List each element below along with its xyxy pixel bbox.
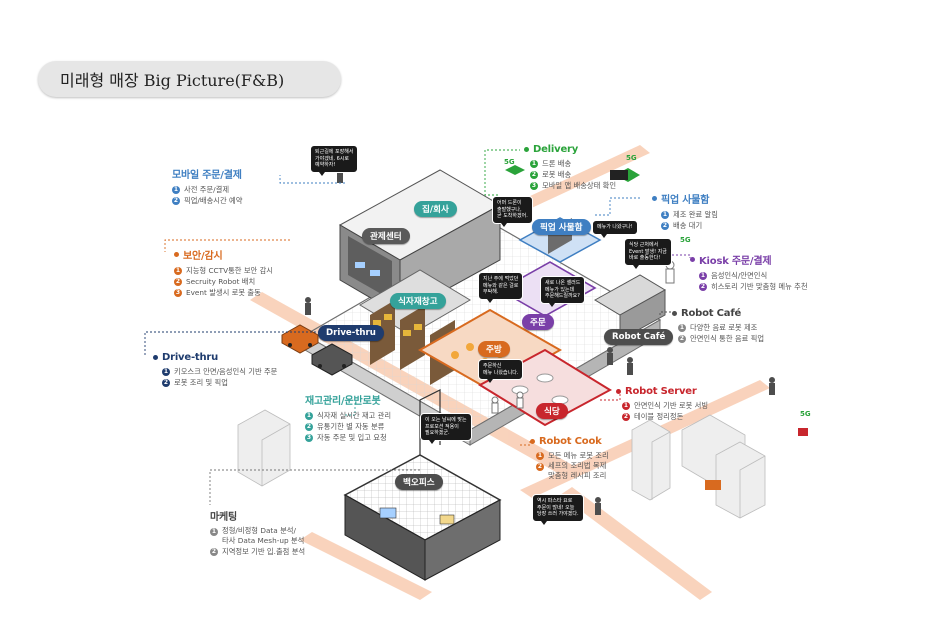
speech-bubble-cafe: 식당 근처에서 Event 발생! 지금 바로 출동한다! [624, 238, 672, 268]
page-title: 미래형 매장 Big Picture(F&B) [38, 61, 341, 97]
drivethru-marker-icon [153, 355, 158, 360]
speech-bubble-kitchen-order: 지난 주에 먹었던 메뉴와 같은 걸로 부탁해. [478, 272, 524, 302]
cafe-marker-icon [672, 311, 677, 316]
section-cook-title: Robot Cook [539, 436, 602, 447]
section-mobile-title: 모바일 주문/결제 [172, 170, 242, 181]
cafe-area [594, 274, 666, 341]
section-delivery-title: Delivery [533, 144, 579, 155]
room-label-drivethru: Drive-thru [318, 325, 384, 341]
room-label-control: 관제센터 [362, 228, 410, 244]
delivery-marker-icon [524, 147, 529, 152]
room-label-cafe: Robot Café [604, 329, 674, 345]
section-drivethru-title: Drive-thru [162, 352, 219, 363]
cook-marker-icon [530, 439, 535, 444]
server-marker-icon [616, 389, 621, 394]
section-kiosk-title: Kiosk 주문/결제 [699, 256, 772, 267]
pickup-marker-icon [652, 196, 657, 201]
page-title-text: 미래형 매장 Big Picture(F&B) [60, 71, 285, 90]
section-server-title: Robot Server [625, 386, 697, 397]
speech-bubble-home: 퇴근길에 포장해서 가야겠네, 6시로 예약하자! [310, 145, 359, 175]
robots [491, 165, 808, 490]
room-label-dining: 식당 [536, 403, 568, 419]
background-buildings [237, 409, 766, 519]
kiosk-marker-icon [690, 257, 695, 262]
section-inventory-title: 재고관리/운반로봇 [305, 396, 381, 407]
room-label-office: 백오피스 [395, 474, 443, 490]
room-label-kitchen: 주방 [478, 341, 510, 357]
speech-bubble-pickup: 메뉴가 나왔구나! [592, 220, 638, 237]
room-label-home: 집/회사 [414, 201, 457, 217]
speech-bubble-kitchen: 주문하신 메뉴 나왔습니다. [478, 359, 524, 383]
5g-badge-icon: 5G [680, 236, 691, 244]
5g-badge-icon: 5G [800, 410, 811, 418]
room-label-pickup: 픽업 사물함 [532, 219, 591, 235]
speech-bubble-dining-order: 새로 나온 셀러드 메뉴가 있는데 주문해드릴까요? [540, 276, 586, 306]
5g-badge-icon: 5G [626, 154, 637, 162]
room-label-order: 주문 [522, 314, 554, 330]
section-pickup-title: 픽업 사물함 [661, 195, 710, 206]
section-security-title: 보안/감시 [183, 251, 223, 262]
speech-bubble-drone: 어머 드론이 출발했구나, 곧 도착하겠어. [492, 196, 533, 226]
security-marker-icon [174, 252, 179, 257]
room-label-storage: 식자재창고 [390, 293, 446, 309]
5g-badge-icon: 5G [504, 158, 515, 166]
section-marketing-title: 마케팅 [210, 512, 237, 523]
speech-bubble-marketing: 역시 파스타 요로 주문이 많네! 오늘 당장 쓰러 가야겠다. [532, 494, 584, 524]
section-cafe-title: Robot Café [681, 308, 742, 319]
speech-bubble-storage: 이 오는 날씨에 맞는 프로모션 적용이 필요하겠군. [420, 413, 472, 443]
back-office-building [343, 389, 502, 581]
